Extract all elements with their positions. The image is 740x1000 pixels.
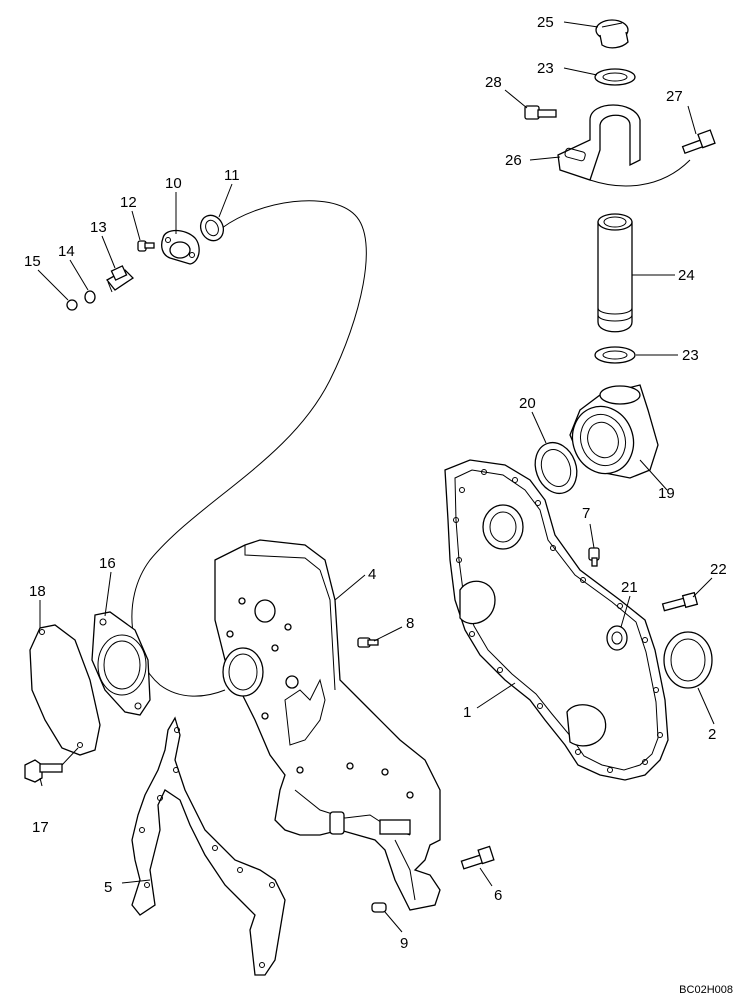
routing-loop-line [131, 200, 367, 697]
callout-15: 15 [24, 253, 41, 270]
clamp-bracket-part-26 [557, 104, 691, 187]
callout-11: 11 [224, 167, 240, 184]
callout-18: 18 [29, 583, 46, 600]
callout-4: 4 [368, 566, 376, 583]
callout-22: 22 [710, 561, 727, 578]
callout-25: 25 [537, 14, 554, 31]
gasket-part-5 [131, 716, 286, 976]
drawing-reference-code: BC02H008 [679, 984, 733, 996]
oil-seal-part-2 [663, 631, 713, 689]
seal-ring-part-20 [534, 441, 578, 495]
callout-6: 6 [494, 887, 502, 904]
callout-9: 9 [400, 935, 408, 952]
seal-part-21 [606, 625, 628, 651]
o-ring-part-14 [84, 290, 96, 304]
leader-lines [37, 21, 715, 933]
callout-28: 28 [485, 74, 502, 91]
callout-8: 8 [406, 615, 414, 632]
seal-ring-part-11 [199, 214, 225, 242]
callout-16: 16 [99, 555, 116, 572]
gasket-part-16 [91, 611, 151, 716]
callout-10: 10 [165, 175, 182, 192]
flange-part-10 [161, 229, 200, 265]
callout-21: 21 [621, 579, 638, 596]
bolt-part-17 [24, 759, 63, 783]
adapter-housing-part-19 [569, 384, 659, 479]
bolt-part-28 [524, 105, 557, 120]
callout-2: 2 [708, 726, 716, 743]
bolt-part-6 [460, 845, 495, 870]
callout-26: 26 [505, 152, 522, 169]
clip-part-15 [66, 299, 78, 311]
gear-cover-part-1 [444, 459, 669, 781]
cover-plate-part-18 [29, 624, 101, 756]
callout-14: 14 [58, 243, 75, 260]
callout-20: 20 [519, 395, 536, 412]
dowel-pin-part-9 [371, 902, 387, 913]
callout-19: 19 [658, 485, 675, 502]
bolt-part-22 [661, 591, 699, 612]
callout-13: 13 [90, 219, 107, 236]
callout-23-lower: 23 [682, 347, 699, 364]
callout-23-upper: 23 [537, 60, 554, 77]
bolt-part-8 [357, 637, 379, 648]
screw-part-12 [137, 240, 155, 252]
bolt-part-7 [588, 547, 600, 567]
callout-27: 27 [666, 88, 683, 105]
washer-part-23-upper [594, 68, 636, 86]
callout-5: 5 [104, 879, 112, 896]
gear-housing-part-4 [214, 539, 441, 911]
callout-1: 1 [463, 704, 471, 721]
washer-part-23-lower [594, 346, 636, 364]
plug-part-25 [595, 19, 629, 49]
callout-17: 17 [32, 819, 49, 836]
tube-part-24 [597, 213, 633, 333]
callout-12: 12 [120, 194, 137, 211]
callout-7: 7 [582, 505, 590, 522]
bolt-part-27 [681, 129, 716, 155]
fitting-part-13 [106, 265, 135, 293]
callout-24: 24 [678, 267, 695, 284]
